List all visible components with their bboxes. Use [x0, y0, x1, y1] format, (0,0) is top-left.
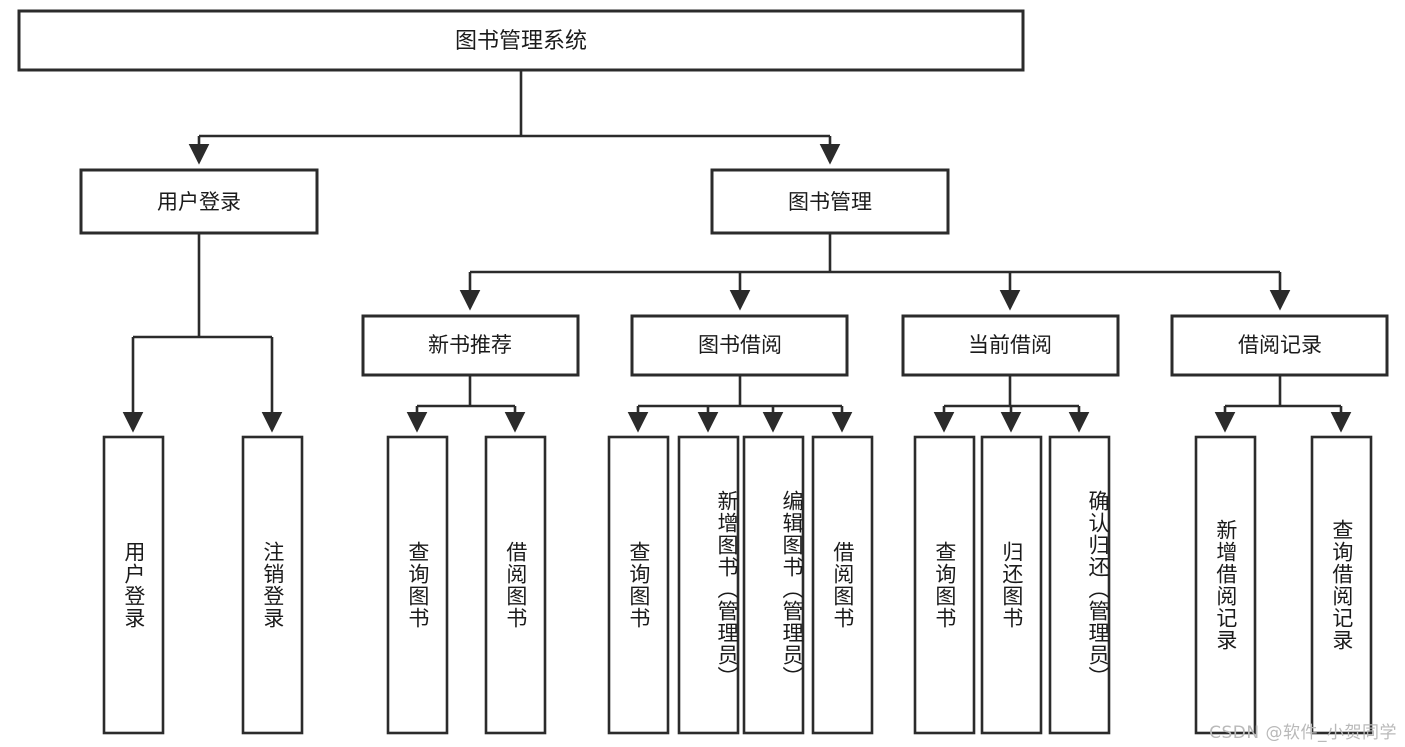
connector-root-to-level2 [188, 71, 841, 165]
csdn-watermark: CSDN @软件_小贺同学 [1209, 723, 1397, 743]
connector-newbook-to-leaves [406, 375, 526, 433]
leaf-box-current-borrow-2[interactable] [1048, 435, 1111, 735]
node-root-label: 图书管理系统 [455, 29, 587, 54]
node-book-management-label: 图书管理 [788, 190, 872, 214]
connector-bookmgmt-to-level3 [459, 233, 1291, 311]
node-book-management[interactable]: 图书管理 [710, 168, 950, 235]
connector-borrowrecord-to-leaves [1214, 375, 1352, 433]
node-new-book-recommend[interactable]: 新书推荐 [361, 314, 580, 377]
node-new-book-recommend-label: 新书推荐 [428, 333, 512, 357]
leaf-box-book-borrow-3[interactable] [811, 435, 874, 735]
node-user-login[interactable]: 用户登录 [79, 168, 319, 235]
leaf-box-new-book-1[interactable] [484, 435, 547, 735]
leaf-box-current-borrow-1[interactable] [980, 435, 1043, 735]
node-borrow-record[interactable]: 借阅记录 [1170, 314, 1389, 377]
leaf-box-book-borrow-1[interactable] [677, 435, 740, 735]
leaf-box-user-login-1[interactable] [241, 435, 304, 735]
leaf-box-book-borrow-0[interactable] [607, 435, 670, 735]
connector-userlogin-to-leaves [122, 233, 283, 433]
leaf-box-user-login-0[interactable] [102, 435, 165, 735]
node-root[interactable]: 图书管理系统 [17, 9, 1025, 72]
node-book-borrow[interactable]: 图书借阅 [630, 314, 849, 377]
leaf-box-borrow-record-1[interactable] [1310, 435, 1373, 735]
node-user-login-label: 用户登录 [157, 190, 241, 214]
node-current-borrow[interactable]: 当前借阅 [901, 314, 1120, 377]
leaf-box-book-borrow-2[interactable] [742, 435, 805, 735]
leaf-box-borrow-record-0[interactable] [1194, 435, 1257, 735]
connector-currentborrow-to-leaves [933, 375, 1090, 433]
node-current-borrow-label: 当前借阅 [968, 333, 1052, 357]
leaf-box-new-book-0[interactable] [386, 435, 449, 735]
leaf-box-current-borrow-0[interactable] [913, 435, 976, 735]
connector-bookborrow-to-leaves [627, 375, 853, 433]
node-borrow-record-label: 借阅记录 [1238, 333, 1322, 357]
node-book-borrow-label: 图书借阅 [698, 333, 782, 357]
